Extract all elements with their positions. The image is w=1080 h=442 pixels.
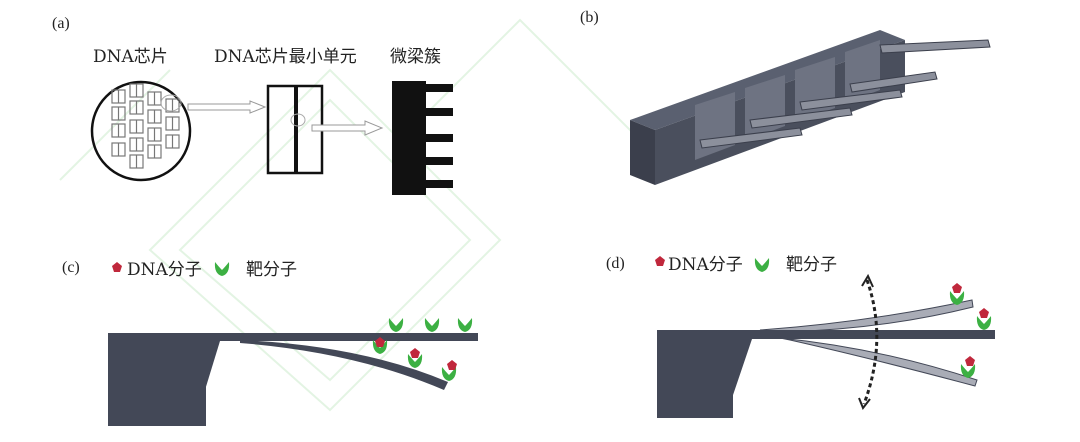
chip-title: DNA芯片 <box>93 47 168 67</box>
target-molecule-icon <box>457 318 473 332</box>
highlight-ellipse <box>160 94 182 112</box>
unit-highlight <box>290 113 306 127</box>
cantilever-support <box>205 341 220 390</box>
target-molecule-icon <box>214 262 230 276</box>
panel-d-label: (d) <box>606 255 625 272</box>
dna-molecule-icon <box>112 262 122 272</box>
arrow-right-icon <box>311 120 384 136</box>
legend-target-label: 靶分子 <box>246 260 297 280</box>
cantilever-base <box>657 330 733 418</box>
target-molecule-icon <box>976 316 992 330</box>
microbeam-cluster <box>392 81 453 195</box>
panel-d: (d) DNA分子 靶分子 <box>606 255 995 418</box>
legend-dna-label: DNA分子 <box>668 255 743 275</box>
target-molecule-icon <box>754 258 770 272</box>
dna-molecule-icon <box>965 356 975 366</box>
chip-unit-divider <box>294 86 298 173</box>
cluster-title: 微梁簇 <box>390 47 441 67</box>
panel-b-label: (b) <box>580 9 599 26</box>
legend-dna-label: DNA分子 <box>127 260 202 280</box>
panel-c-label: (c) <box>62 259 80 276</box>
upper-deflected-beam <box>759 299 974 333</box>
panel-b: (b) <box>580 9 991 185</box>
dna-molecule-icon <box>952 283 962 293</box>
straight-beam <box>732 330 995 339</box>
legend-target-label: 靶分子 <box>786 255 837 275</box>
panel-a-label: (a) <box>52 15 70 32</box>
cantilever-array-3d <box>630 30 991 185</box>
oscillation-arrow-icon <box>862 279 879 405</box>
arrow-right-icon <box>187 100 267 114</box>
dna-molecule-icon <box>410 348 420 358</box>
target-molecule-icon <box>424 318 440 332</box>
dna-molecule-icon <box>447 360 457 370</box>
dna-molecule-icon <box>979 308 989 318</box>
unit-title: DNA芯片最小单元 <box>214 47 357 67</box>
cantilever-support <box>732 339 752 398</box>
lower-deflected-beam <box>779 337 978 387</box>
panel-a: (a) DNA芯片 DNA芯片最小单元 微梁簇 <box>52 15 453 195</box>
panel-c: (c) DNA分子 靶分子 <box>62 259 478 426</box>
cantilever-base <box>108 333 206 426</box>
chip-cells <box>111 83 180 169</box>
dna-molecule-icon <box>655 256 665 266</box>
dna-chip-circle <box>90 80 192 182</box>
straight-beam <box>205 333 478 341</box>
